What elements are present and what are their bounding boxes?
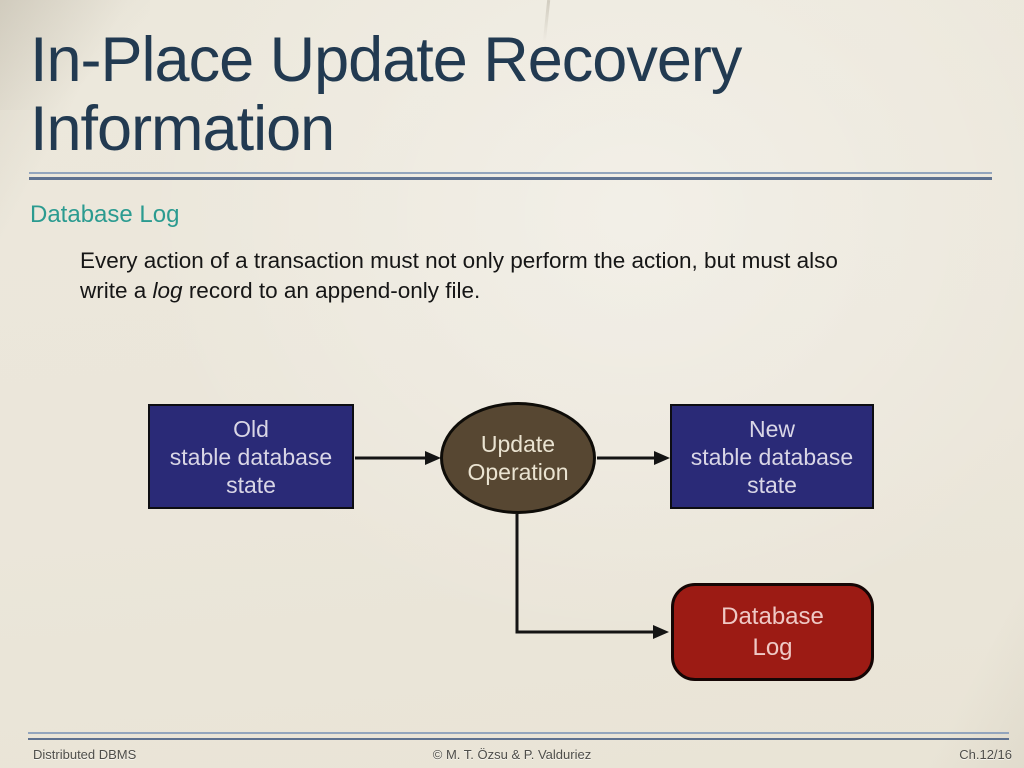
arrow-old-to-update: [355, 451, 441, 465]
body-line2-pre: write a: [80, 278, 153, 303]
title-divider-rule: [29, 172, 992, 180]
new-stable-database-state-box: New stable database state: [670, 404, 874, 509]
update-operation-ellipse: Update Operation: [440, 402, 596, 514]
body-line1: Every action of a transaction must not o…: [80, 248, 838, 273]
database-log-line1: Database: [721, 603, 824, 630]
body-line2: write a log record to an append-only fil…: [80, 276, 980, 306]
new-box-line1: New: [748, 415, 795, 442]
body-line2-post: record to an append-only file.: [182, 278, 481, 303]
arrow-update-to-new: [597, 451, 670, 465]
footer-copyright: © M. T. Özsu & P. Valduriez: [432, 747, 592, 762]
body-paragraph: Every action of a transaction must not o…: [80, 246, 980, 306]
database-log-box: Database Log: [671, 583, 874, 681]
new-box-line3: state: [747, 471, 797, 498]
footer-page-number: Ch.12/16: [959, 747, 1012, 762]
paper-crease-top-left: [0, 0, 150, 110]
arrow-update-to-database-log: [515, 514, 669, 639]
new-box-line2: stable database: [690, 443, 854, 470]
old-box-line1: Old: [233, 415, 269, 442]
slide-title-line2: Information: [30, 94, 335, 164]
section-heading: Database Log: [30, 201, 180, 228]
footer-divider-rule: [28, 732, 1009, 740]
old-box-line2: stable database: [169, 443, 333, 470]
update-ellipse-line1: Update: [480, 431, 556, 457]
slide-title-line1: In-Place Update Recovery: [30, 25, 742, 95]
slide-title: In-Place Update Recovery Information: [30, 26, 990, 164]
body-line2-italic-word: log: [152, 278, 183, 303]
update-ellipse-line2: Operation: [467, 459, 569, 485]
old-box-line3: state: [226, 471, 276, 498]
footer-course-label: Distributed DBMS: [33, 747, 137, 762]
old-stable-database-state-box: Old stable database state: [148, 404, 354, 509]
database-log-line2: Log: [752, 634, 793, 661]
